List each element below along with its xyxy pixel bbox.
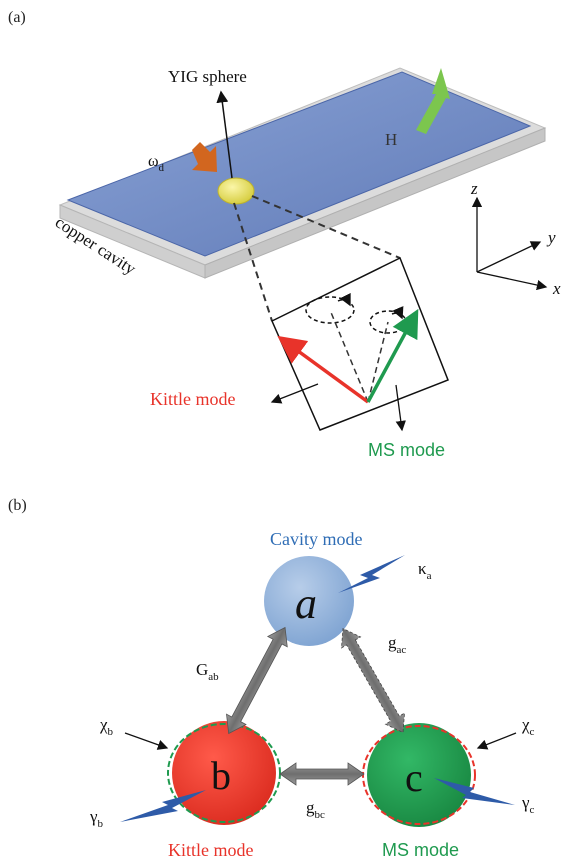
coupling-arrow-ab — [226, 626, 288, 735]
gamma-b-label: γb — [89, 807, 104, 830]
node-c-symbol: c — [405, 755, 423, 800]
ms-dashed-axis — [367, 321, 389, 403]
cavity-mode-label: Cavity mode — [270, 529, 363, 549]
gamma-c-lightning-icon — [434, 778, 515, 805]
node-b-kittle — [172, 721, 276, 825]
gamma-b-lightning-icon — [120, 790, 206, 822]
projection-line-left — [233, 202, 273, 322]
kappa-lightning-icon — [338, 555, 405, 593]
field-h-label: H — [385, 130, 397, 149]
ms-pointer-arrow — [395, 384, 406, 432]
yig-sphere-label: YIG sphere — [168, 67, 247, 86]
coordinate-axes — [471, 196, 548, 291]
chi-b-label: χb — [99, 715, 114, 738]
kittle-mode-vector — [277, 335, 370, 404]
node-b-symbol: b — [211, 753, 231, 798]
panel-b-label: (b) — [8, 497, 27, 514]
node-a-cavity — [264, 556, 354, 646]
ms-rotation-arrow — [391, 305, 404, 320]
node-a-symbol: a — [295, 579, 317, 628]
coupling-label-Gab: Gab — [196, 660, 219, 683]
kittle-mode-label-b: Kittle mode — [168, 840, 253, 860]
chi-c-label: χc — [521, 715, 535, 738]
coupling-label-gbc: gbc — [306, 798, 325, 821]
yig-pointer-arrow — [216, 90, 233, 179]
axis-y-label: y — [546, 228, 556, 247]
panel-a-label: (a) — [8, 9, 26, 26]
copper-cavity — [58, 67, 547, 279]
coupling-label-gac: gac — [388, 633, 406, 656]
ms-mode-label-a: MS mode — [368, 440, 445, 460]
kappa-label: κa — [418, 559, 432, 582]
zoom-square — [271, 256, 449, 431]
drive-arrow — [192, 142, 217, 172]
field-h-arrow — [416, 68, 450, 134]
axis-z-label: z — [470, 179, 478, 198]
ms-mode-label-b: MS mode — [382, 840, 459, 860]
node-c-ms — [367, 723, 471, 827]
axis-x-label: x — [552, 279, 561, 298]
ms-mode-vector — [366, 308, 419, 403]
node-b-dashed-ring — [167, 723, 281, 823]
gamma-c-label: γc — [521, 793, 535, 816]
kittle-mode-label-a: Kittle mode — [150, 389, 235, 409]
chi-b-pointer-arrow — [124, 732, 169, 750]
coupling-arrow-ac — [341, 627, 405, 734]
kittle-pointer-arrow — [270, 383, 319, 404]
drive-label: ωd — [148, 153, 165, 174]
yig-sphere — [217, 177, 255, 205]
kittle-dashed-axis — [329, 309, 369, 403]
kittle-rotation-arrow — [337, 292, 351, 307]
kittle-precession-ellipse — [305, 296, 355, 324]
chi-c-pointer-arrow — [476, 732, 517, 750]
projection-line-right — [251, 195, 401, 259]
coupling-arrow-bc — [279, 762, 365, 786]
